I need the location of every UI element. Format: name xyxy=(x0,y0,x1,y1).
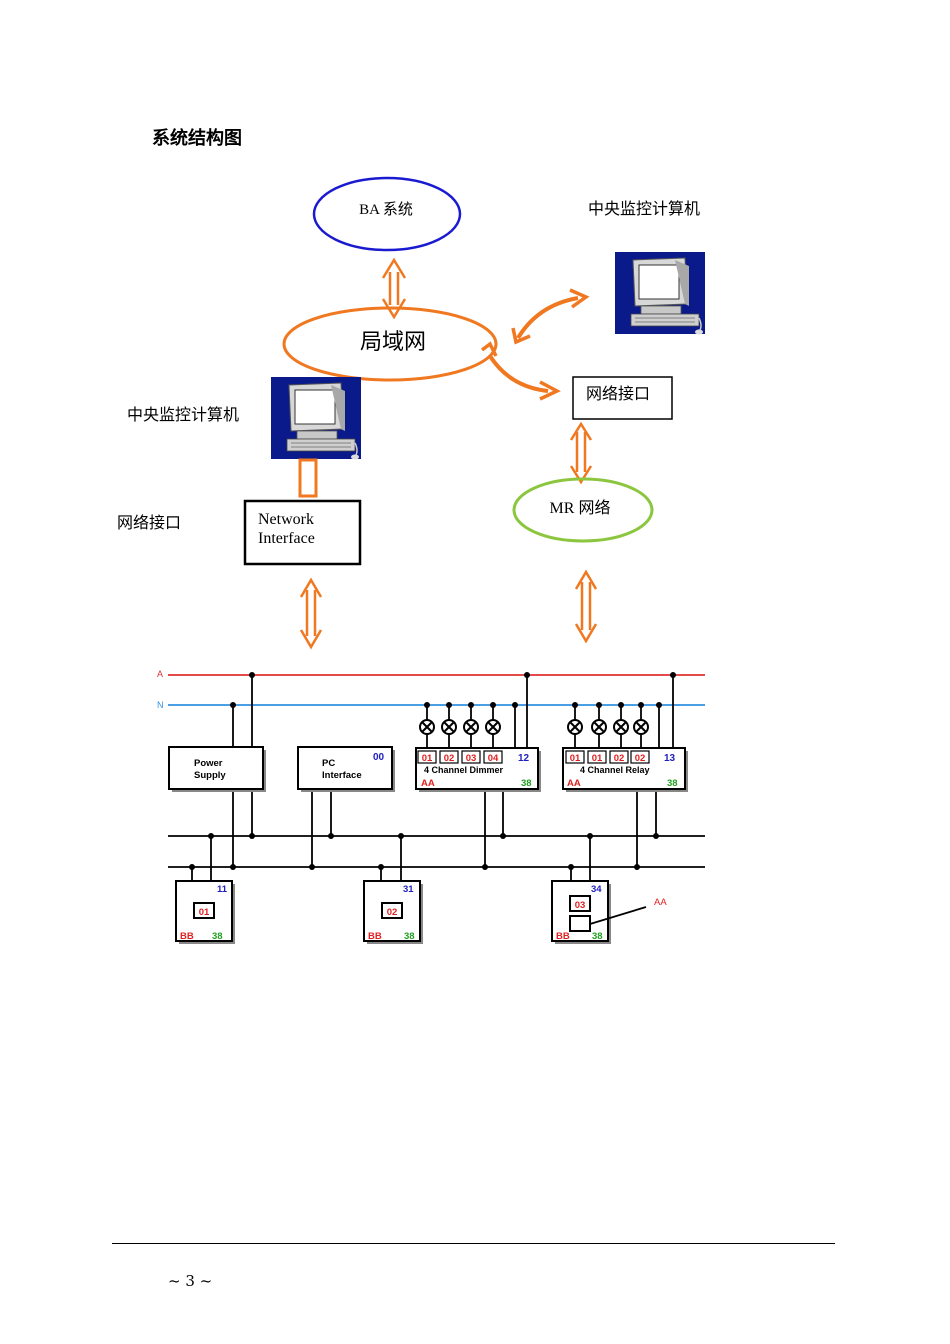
relay-area: AA xyxy=(567,778,581,789)
double-arrow-mr-bus xyxy=(574,569,598,644)
relay-lamps xyxy=(567,719,649,735)
central-pc-icon-left xyxy=(270,376,362,461)
network-interface-box-right xyxy=(572,376,673,420)
relay-name: 4 Channel Relay xyxy=(580,765,650,775)
panel-address: 11 xyxy=(217,884,228,895)
relay-channel: 01 xyxy=(592,753,603,764)
panel-group: 38 xyxy=(212,931,223,942)
central-pc-label-left: 中央监控计算机 xyxy=(127,405,239,424)
power-supply-module: Power Supply xyxy=(168,746,266,792)
panel-address: 34 xyxy=(591,884,602,895)
network-interface-en-line1: Network xyxy=(258,511,314,528)
panel-group: 38 xyxy=(404,931,415,942)
lamp-icon xyxy=(441,719,457,735)
pc-interface-line2: Interface xyxy=(322,770,362,781)
lamp-icon xyxy=(591,719,607,735)
relay-channel: 02 xyxy=(614,753,625,764)
network-interface-label-left: 网络接口 xyxy=(117,513,181,532)
network-interface-en-line2: Interface xyxy=(258,530,315,547)
line-a-label: A xyxy=(157,669,163,679)
dimmer-area: AA xyxy=(421,778,435,789)
line-n-label: N xyxy=(157,700,164,710)
dimmer-channel: 03 xyxy=(466,753,477,764)
pc-interface-address: 00 xyxy=(373,752,385,763)
dimmer-channel: 04 xyxy=(488,753,499,764)
mr-network-ellipse xyxy=(512,477,654,543)
relay-channel: 01 xyxy=(570,753,581,764)
dimmer-channel: 02 xyxy=(444,753,455,764)
panel-annotation: AA xyxy=(654,897,667,908)
lamp-icon xyxy=(419,719,435,735)
curved-arrow-lan-interface xyxy=(480,341,561,401)
mr-network-label: MR 网络 xyxy=(550,498,611,517)
power-supply-line1: Power xyxy=(194,758,223,769)
panel-button-code: 01 xyxy=(199,907,210,918)
wall-panel-1: 11 01 BB 38 xyxy=(175,880,235,944)
dimmer-module: 01 02 03 04 12 4 Channel Dimmer AA 38 xyxy=(415,747,541,792)
wall-panel-3: 34 03 BB 38 xyxy=(551,880,647,944)
panel-address: 31 xyxy=(403,884,414,895)
central-pc-label-right: 中央监控计算机 xyxy=(588,199,700,218)
network-interface-label-right: 网络接口 xyxy=(586,384,650,403)
panel-button-code: 02 xyxy=(387,907,398,918)
relay-channel: 02 xyxy=(635,753,646,764)
pc-interface-module: PC Interface 00 xyxy=(297,746,395,792)
curved-arrow-lan-pc xyxy=(511,288,590,345)
relay-module: 01 01 02 02 13 4 Channel Relay AA 38 xyxy=(562,747,688,792)
ba-system-label: BA 系统 xyxy=(359,201,413,218)
dimmer-lamps xyxy=(419,719,501,735)
lamp-icon xyxy=(463,719,479,735)
dimmer-address: 12 xyxy=(518,753,530,764)
power-lines xyxy=(168,674,705,706)
dimmer-name: 4 Channel Dimmer xyxy=(424,765,504,775)
page-title: 系统结构图 xyxy=(152,128,242,149)
ba-system-ellipse xyxy=(312,176,462,252)
power-supply-line2: Supply xyxy=(194,770,226,781)
panel-area: BB xyxy=(368,931,382,942)
lamp-icon xyxy=(613,719,629,735)
lamp-icon xyxy=(567,719,583,735)
relay-group: 38 xyxy=(667,778,678,789)
network-interface-box-left xyxy=(243,499,362,566)
wall-panel-2: 31 02 BB 38 xyxy=(363,880,423,944)
relay-address: 13 xyxy=(664,753,676,764)
footer-divider xyxy=(112,1243,835,1244)
lan-label: 局域网 xyxy=(360,329,426,354)
junction-dots xyxy=(189,672,676,870)
panel-button-code: 03 xyxy=(575,900,586,911)
panel-group: 38 xyxy=(592,931,603,942)
page-number: ~ 3 ~ xyxy=(168,1272,213,1290)
double-arrow-ba-lan xyxy=(381,257,407,320)
lamp-icon xyxy=(485,719,501,735)
panel-area: BB xyxy=(556,931,570,942)
double-arrow-interface-mr xyxy=(569,421,593,485)
central-pc-icon-right xyxy=(614,251,706,336)
dimmer-channels: 01 02 03 04 xyxy=(417,750,503,764)
double-arrow-interface-bus xyxy=(299,577,323,650)
dimmer-group: 38 xyxy=(521,778,532,789)
relay-channels: 01 01 02 02 xyxy=(565,750,650,764)
lamp-icon xyxy=(633,719,649,735)
lan-ellipse xyxy=(282,306,498,382)
pc-interface-line1: PC xyxy=(322,758,335,769)
pc-connector xyxy=(298,458,318,498)
dimmer-channel: 01 xyxy=(422,753,433,764)
panel-area: BB xyxy=(180,931,194,942)
